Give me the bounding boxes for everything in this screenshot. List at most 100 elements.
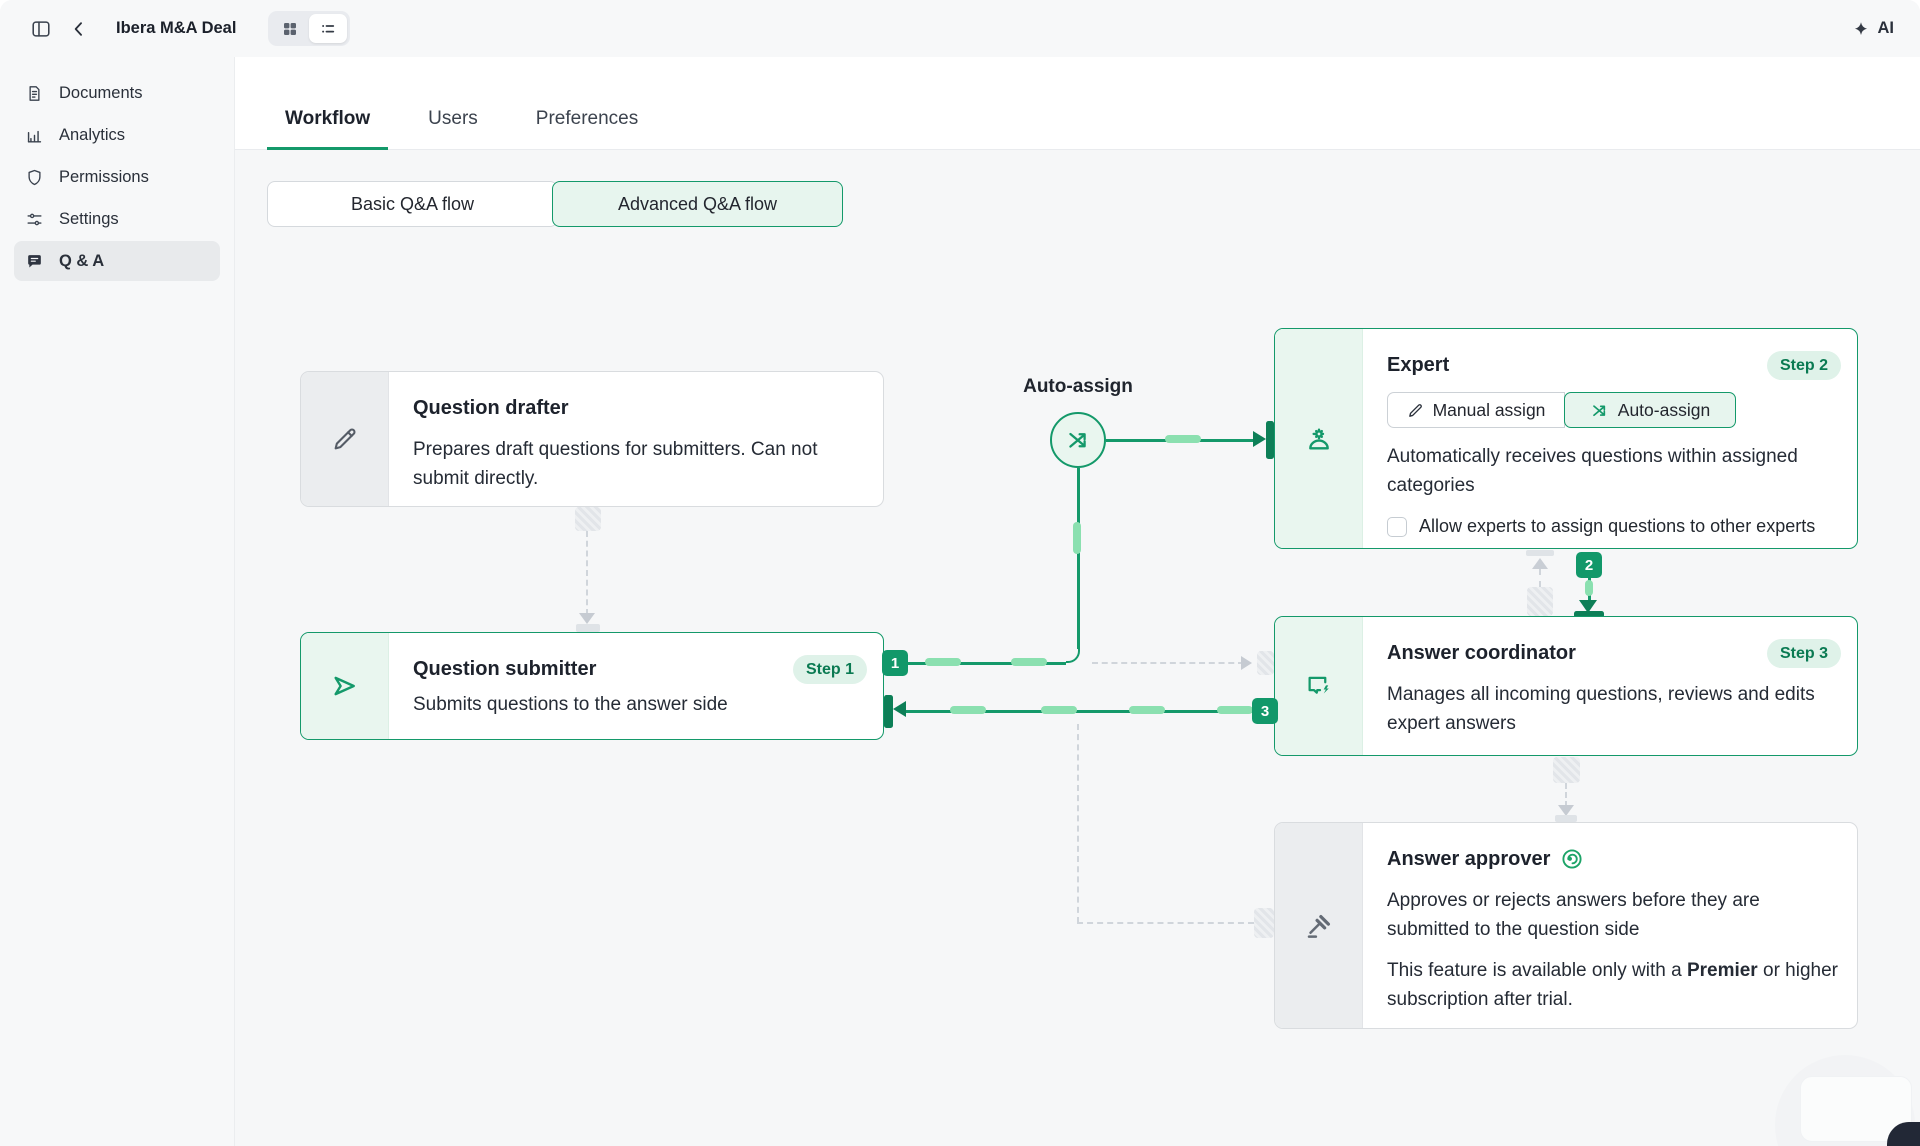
node-description: Automatically receives questions within … [1387,442,1841,500]
edge-stub [1526,550,1554,556]
edge-pulse [1217,706,1253,714]
auto-assign-label: Auto-assign [998,376,1158,398]
edge-coordinator-approver [1565,783,1567,807]
sidebar-item-permissions[interactable]: Permissions [14,157,220,197]
node-description: Approves or rejects answers before they … [1387,886,1841,944]
auto-assign-button[interactable]: Auto-assign [1564,392,1736,428]
node-answer-coordinator[interactable]: Answer coordinator Step 3 Manages all in… [1274,616,1858,756]
node-description: Prepares draft questions for submitters.… [413,435,867,493]
send-icon [301,633,389,739]
edge-stub [884,695,893,728]
analytics-icon [24,125,44,145]
main-content: Workflow Users Preferences Basic Q&A flo… [235,57,1920,1146]
sparkle-icon [1852,20,1870,38]
step-badge: Step 3 [1767,639,1841,668]
document-icon [24,83,44,103]
tab-workflow[interactable]: Workflow [267,108,388,150]
allow-experts-row: Allow experts to assign questions to oth… [1387,516,1841,537]
sidebar-item-qa[interactable]: Q & A [14,241,220,281]
assign-mode-toggle: Manual assign Auto-assign [1387,392,1841,428]
tab-users[interactable]: Users [410,108,496,150]
node-title: Question drafter [413,394,569,422]
node-answer-approver[interactable]: Answer approver Approves or rejects answ… [1274,822,1858,1029]
connector-handle[interactable] [1527,587,1553,616]
connector-handle[interactable] [1257,651,1274,675]
workflow-canvas: Basic Q&A flow Advanced Q&A flow Auto-as… [235,150,1920,1146]
node-question-drafter[interactable]: Question drafter Prepares draft question… [300,371,884,507]
arrowhead-right-icon [1241,656,1252,670]
advanced-flow-button[interactable]: Advanced Q&A flow [552,181,843,227]
edge-autoassign-vertical [1077,468,1080,649]
edge-pulse [950,706,986,714]
edge-pulse [1073,522,1081,554]
edge-pulse [1011,658,1047,666]
node-expert[interactable]: Expert Step 2 Manual assign Auto-assign [1274,328,1858,549]
deal-title: Ibera M&A Deal [116,19,236,38]
edge-badge-2: 2 [1576,552,1602,578]
edge-dashed-approver-v [1077,724,1079,923]
chat-bolt-icon [1275,617,1363,755]
edge-pulse [1165,435,1201,443]
step-badge: Step 1 [793,655,867,684]
gavel-icon [1275,823,1363,1028]
edge-badge-3: 3 [1252,698,1278,724]
pencil-icon [301,372,389,506]
sidebar-item-label: Documents [59,84,142,103]
arrowhead-down-icon [579,613,595,624]
connector-handle[interactable] [575,507,601,531]
node-title: Expert [1387,351,1449,379]
shield-icon [24,167,44,187]
ai-label: AI [1878,19,1895,38]
node-description: Submits questions to the answer side [413,690,867,719]
edge-dashed-reverse [1539,569,1541,587]
edge-dashed-coordinator [1092,662,1244,664]
premium-swirl-icon [1560,847,1584,871]
grid-view-button[interactable] [271,14,309,43]
expert-person-icon [1275,329,1363,548]
edge-stub [576,624,600,632]
allow-experts-checkbox[interactable] [1387,517,1407,537]
top-bar: Ibera M&A Deal AI [0,0,1920,57]
pencil-icon [1407,402,1424,419]
manual-assign-button[interactable]: Manual assign [1387,392,1565,428]
sidebar-item-label: Q & A [59,252,104,271]
edge-pulse [1585,580,1593,596]
connector-handle[interactable] [1553,757,1580,783]
sidebar-item-settings[interactable]: Settings [14,199,220,239]
tab-preferences[interactable]: Preferences [518,108,656,150]
edge-stub [1555,815,1577,822]
edge-badge-1: 1 [882,650,908,676]
flow-type-toggle: Basic Q&A flow Advanced Q&A flow [267,181,843,227]
node-question-submitter[interactable]: Question submitter Step 1 Submits questi… [300,632,884,740]
shuffle-icon [1065,427,1091,453]
sidebar-item-label: Settings [59,210,119,229]
auto-assign-node[interactable] [1050,412,1106,468]
connector-handle[interactable] [1254,908,1274,938]
basic-flow-button[interactable]: Basic Q&A flow [267,181,558,227]
sliders-icon [24,209,44,229]
list-view-button[interactable] [309,14,347,43]
shuffle-icon [1590,401,1609,420]
sidebar-item-documents[interactable]: Documents [14,73,220,113]
node-description: Manages all incoming questions, reviews … [1387,680,1841,738]
edge-pulse [925,658,961,666]
view-switcher [268,11,350,46]
edge-pulse [1129,706,1165,714]
chat-icon [24,251,44,271]
node-title: Answer coordinator [1387,639,1576,667]
tab-bar: Workflow Users Preferences [235,57,1920,150]
sidebar-toggle-icon[interactable] [26,14,56,44]
edge-dashed-approver-h [1077,922,1254,924]
checkbox-label: Allow experts to assign questions to oth… [1419,516,1815,537]
arrowhead-up-icon [1532,558,1548,569]
node-title: Answer approver [1387,845,1584,873]
sidebar-item-label: Permissions [59,168,149,187]
sidebar-item-analytics[interactable]: Analytics [14,115,220,155]
back-button[interactable] [64,14,94,44]
edge-drafter-submitter [586,531,588,615]
edge-pulse [1041,706,1077,714]
ai-button[interactable]: AI [1852,19,1895,38]
step-badge: Step 2 [1767,351,1841,380]
edge-corner [1066,649,1080,663]
